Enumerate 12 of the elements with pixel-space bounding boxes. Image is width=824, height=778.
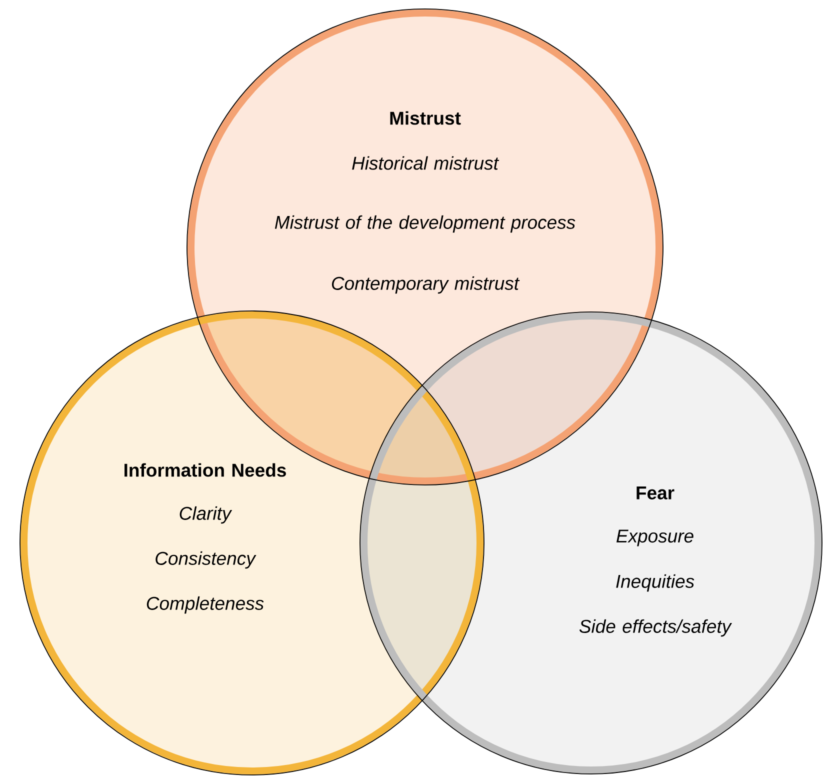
circle-item: Inequities	[616, 574, 694, 592]
circle-heading: Information Needs	[124, 463, 286, 477]
circle-item: Completeness	[146, 596, 264, 614]
circle-item: Mistrust of the development process	[274, 215, 576, 233]
circle-item: Historical mistrust	[352, 156, 500, 170]
circle-heading: Mistrust	[390, 111, 461, 125]
circle-item: Side effects/safety	[579, 619, 732, 637]
circle-item: Contemporary mistrust	[332, 276, 520, 294]
circle-item: Consistency	[156, 551, 256, 569]
circle-item: Clarity	[180, 506, 232, 524]
circle-heading: Fear	[636, 486, 674, 500]
circle-item: Exposure	[616, 530, 694, 546]
